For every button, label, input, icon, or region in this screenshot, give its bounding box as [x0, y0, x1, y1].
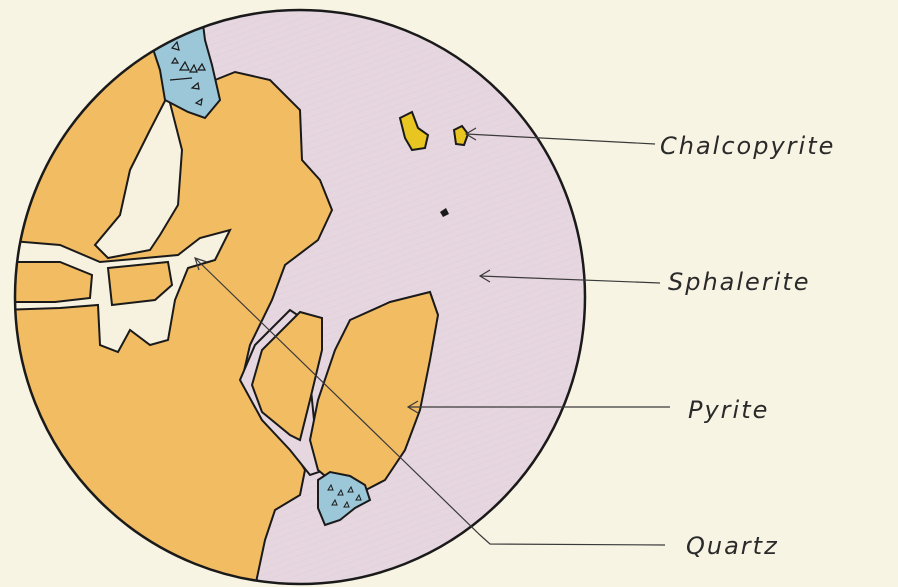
label-pyrite: Pyrite — [688, 396, 769, 424]
label-sphalerite: Sphalerite — [668, 268, 811, 296]
label-quartz: Quartz — [686, 532, 779, 560]
labels: Chalcopyrite Sphalerite Pyrite Quartz — [660, 132, 835, 560]
label-chalcopyrite: Chalcopyrite — [660, 132, 835, 160]
